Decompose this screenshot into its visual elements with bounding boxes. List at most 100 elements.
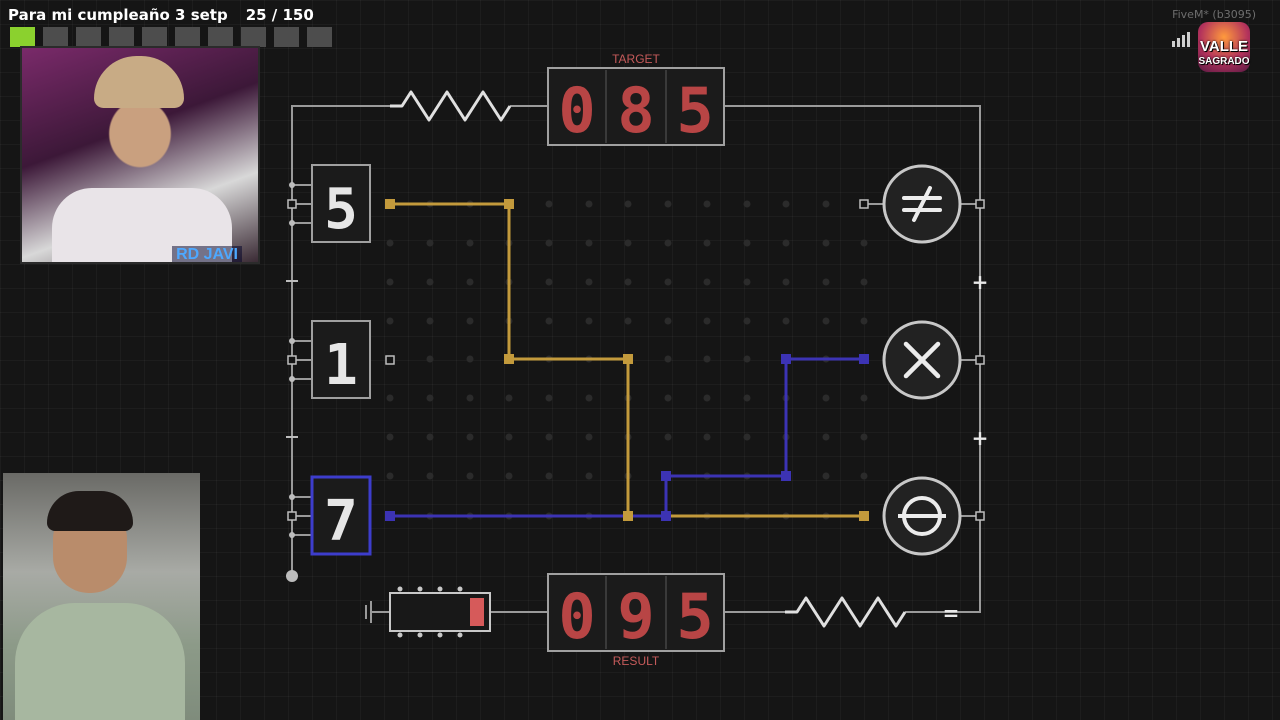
grid-peg bbox=[860, 433, 868, 441]
grid-peg bbox=[782, 239, 790, 247]
grid-peg bbox=[466, 394, 474, 402]
progress-segment bbox=[208, 27, 233, 47]
logo-line1: VALLE bbox=[1199, 38, 1249, 55]
blue-wire bbox=[390, 357, 864, 518]
connector-dots bbox=[289, 182, 295, 538]
input-block-3-selected[interactable] bbox=[310, 475, 372, 556]
grid-peg bbox=[624, 317, 632, 325]
grid-peg bbox=[545, 239, 553, 247]
node-pads bbox=[287, 199, 985, 521]
input-digit-3: 7 bbox=[324, 489, 358, 554]
grid-peg bbox=[426, 278, 434, 286]
operator-multiply-button[interactable] bbox=[882, 320, 962, 400]
input-digit-2: 1 bbox=[324, 333, 358, 398]
streamer-webcam: RD JAVI bbox=[20, 46, 260, 264]
result-label: RESULT bbox=[613, 654, 660, 668]
grid-peg bbox=[860, 394, 868, 402]
progress-segment bbox=[10, 27, 35, 47]
target-label: TARGET bbox=[612, 52, 660, 66]
guest-hair-shape bbox=[47, 491, 133, 531]
result-digit-3: 5 bbox=[676, 580, 713, 653]
grid-peg bbox=[545, 472, 553, 480]
progress-segment bbox=[241, 27, 266, 47]
grid-peg bbox=[426, 355, 434, 363]
grid-peg bbox=[664, 239, 672, 247]
webcam-label: RD JAVI bbox=[172, 246, 242, 262]
grid-peg bbox=[822, 239, 830, 247]
input-block-2[interactable] bbox=[311, 320, 371, 399]
result-display bbox=[547, 573, 725, 652]
equals-sign: = bbox=[943, 601, 960, 625]
grid-peg bbox=[505, 472, 513, 480]
donation-goal-text: Para mi cumpleaño 3 setp 25 / 150 bbox=[8, 6, 314, 24]
grid-peg bbox=[822, 317, 830, 325]
grid-peg bbox=[743, 355, 751, 363]
target-digit-1: 0 bbox=[558, 74, 595, 147]
plus-sign-1: + bbox=[972, 270, 989, 294]
grid-peg bbox=[860, 472, 868, 480]
grid-peg bbox=[743, 317, 751, 325]
bottom-resistor bbox=[785, 596, 907, 628]
grid-peg bbox=[386, 239, 394, 247]
plus-sign-2: + bbox=[972, 426, 989, 450]
grid-peg bbox=[386, 433, 394, 441]
grid-peg bbox=[466, 433, 474, 441]
grid-peg bbox=[743, 433, 751, 441]
logo-line2: SAGRADO bbox=[1198, 56, 1250, 67]
grid-peg bbox=[386, 394, 394, 402]
grid-peg bbox=[426, 394, 434, 402]
input-block-1[interactable] bbox=[311, 164, 371, 243]
grid-peg bbox=[545, 200, 553, 208]
grid-peg bbox=[466, 355, 474, 363]
multiply-icon bbox=[903, 341, 941, 379]
top-resistor bbox=[390, 90, 512, 122]
grid-peg bbox=[426, 472, 434, 480]
guest-webcam bbox=[3, 473, 200, 720]
operator-not-equal-button[interactable] bbox=[882, 164, 962, 244]
grid-peg bbox=[426, 317, 434, 325]
grid-peg bbox=[505, 433, 513, 441]
grid-peg bbox=[822, 472, 830, 480]
grid-peg bbox=[426, 433, 434, 441]
input-digit-1: 5 bbox=[324, 177, 358, 242]
goal-progress-bar bbox=[10, 27, 332, 47]
goal-title: Para mi cumpleaño 3 setp bbox=[8, 6, 228, 24]
grid-peg bbox=[664, 355, 672, 363]
not-equal-icon bbox=[902, 186, 942, 222]
grid-peg bbox=[703, 200, 711, 208]
circuit-loop bbox=[291, 105, 981, 613]
ground-node bbox=[286, 570, 298, 582]
grid-peg bbox=[585, 317, 593, 325]
grid-peg bbox=[624, 239, 632, 247]
grid-peg bbox=[585, 200, 593, 208]
grid-peg bbox=[386, 317, 394, 325]
operator-theta-button[interactable] bbox=[882, 476, 962, 556]
grid-peg bbox=[703, 278, 711, 286]
grid-peg bbox=[782, 200, 790, 208]
progress-segment bbox=[43, 27, 68, 47]
grid-peg bbox=[624, 278, 632, 286]
wire-junctions bbox=[385, 199, 869, 521]
server-logo: VALLE SAGRADO bbox=[1172, 22, 1262, 74]
grid-peg bbox=[624, 200, 632, 208]
result-digit-1: 0 bbox=[558, 580, 595, 653]
grid-peg bbox=[664, 317, 672, 325]
grid-peg bbox=[703, 355, 711, 363]
target-digit-2: 8 bbox=[617, 74, 654, 147]
grid-peg bbox=[466, 239, 474, 247]
grid-peg bbox=[545, 394, 553, 402]
goal-count: 25 / 150 bbox=[245, 6, 314, 24]
grid-peg bbox=[466, 317, 474, 325]
grid-peg bbox=[664, 433, 672, 441]
progress-segment bbox=[307, 27, 332, 47]
grid-peg bbox=[860, 278, 868, 286]
grid-peg bbox=[782, 317, 790, 325]
battery-icon bbox=[365, 586, 491, 638]
grid-peg bbox=[585, 239, 593, 247]
grid-peg bbox=[426, 239, 434, 247]
grid-peg bbox=[545, 433, 553, 441]
grid-peg bbox=[822, 278, 830, 286]
grid-peg bbox=[782, 278, 790, 286]
grid-peg bbox=[466, 472, 474, 480]
